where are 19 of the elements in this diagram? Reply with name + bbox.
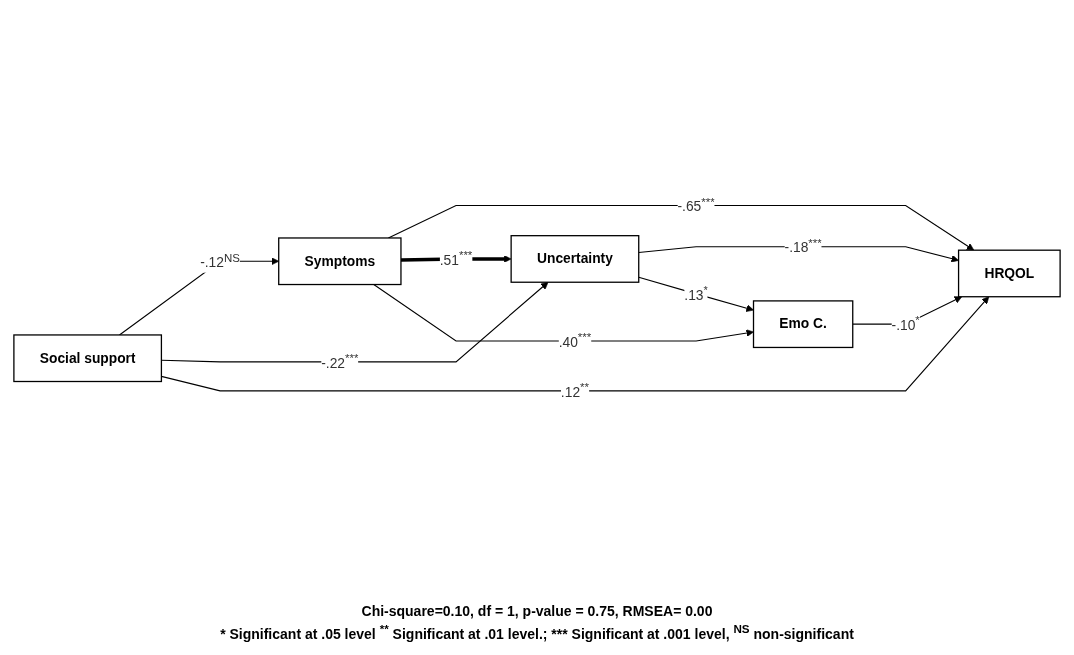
edge-label: .51$^{***}$ [439,248,473,268]
edge-label: -.12$^{NS}$ [200,251,240,270]
node-box: Symptoms [278,237,402,286]
node-box: Social support [13,334,163,383]
edge-label: .40$^{***}$ [558,330,592,350]
edge-label: -.10$^{*}$ [891,314,920,333]
node-box: Emo C. [752,300,854,349]
arrow [638,276,754,312]
edge-label: -.65$^{***}$ [677,195,715,214]
note-text: Chi-square=0.10, df = 1, p-value = 0.75, RMSEA= 0.00 [360,603,714,620]
note-text: * Significant at .05 level $^{**}$ Significant at .01 level.; *** Significant at .001 level, $^{NS}$ non-significant [220,622,854,642]
edge-label: .13$^{*}$ [684,283,708,303]
arrow [373,283,754,342]
arrow [638,246,959,263]
edge-label: -.18$^{***}$ [784,236,822,256]
edge-label: .12$^{**}$ [560,380,589,400]
edge-label: -.22$^{***}$ [321,351,359,371]
node-box: HRQOL [957,249,1061,298]
node-box: Uncertainty [510,235,640,283]
